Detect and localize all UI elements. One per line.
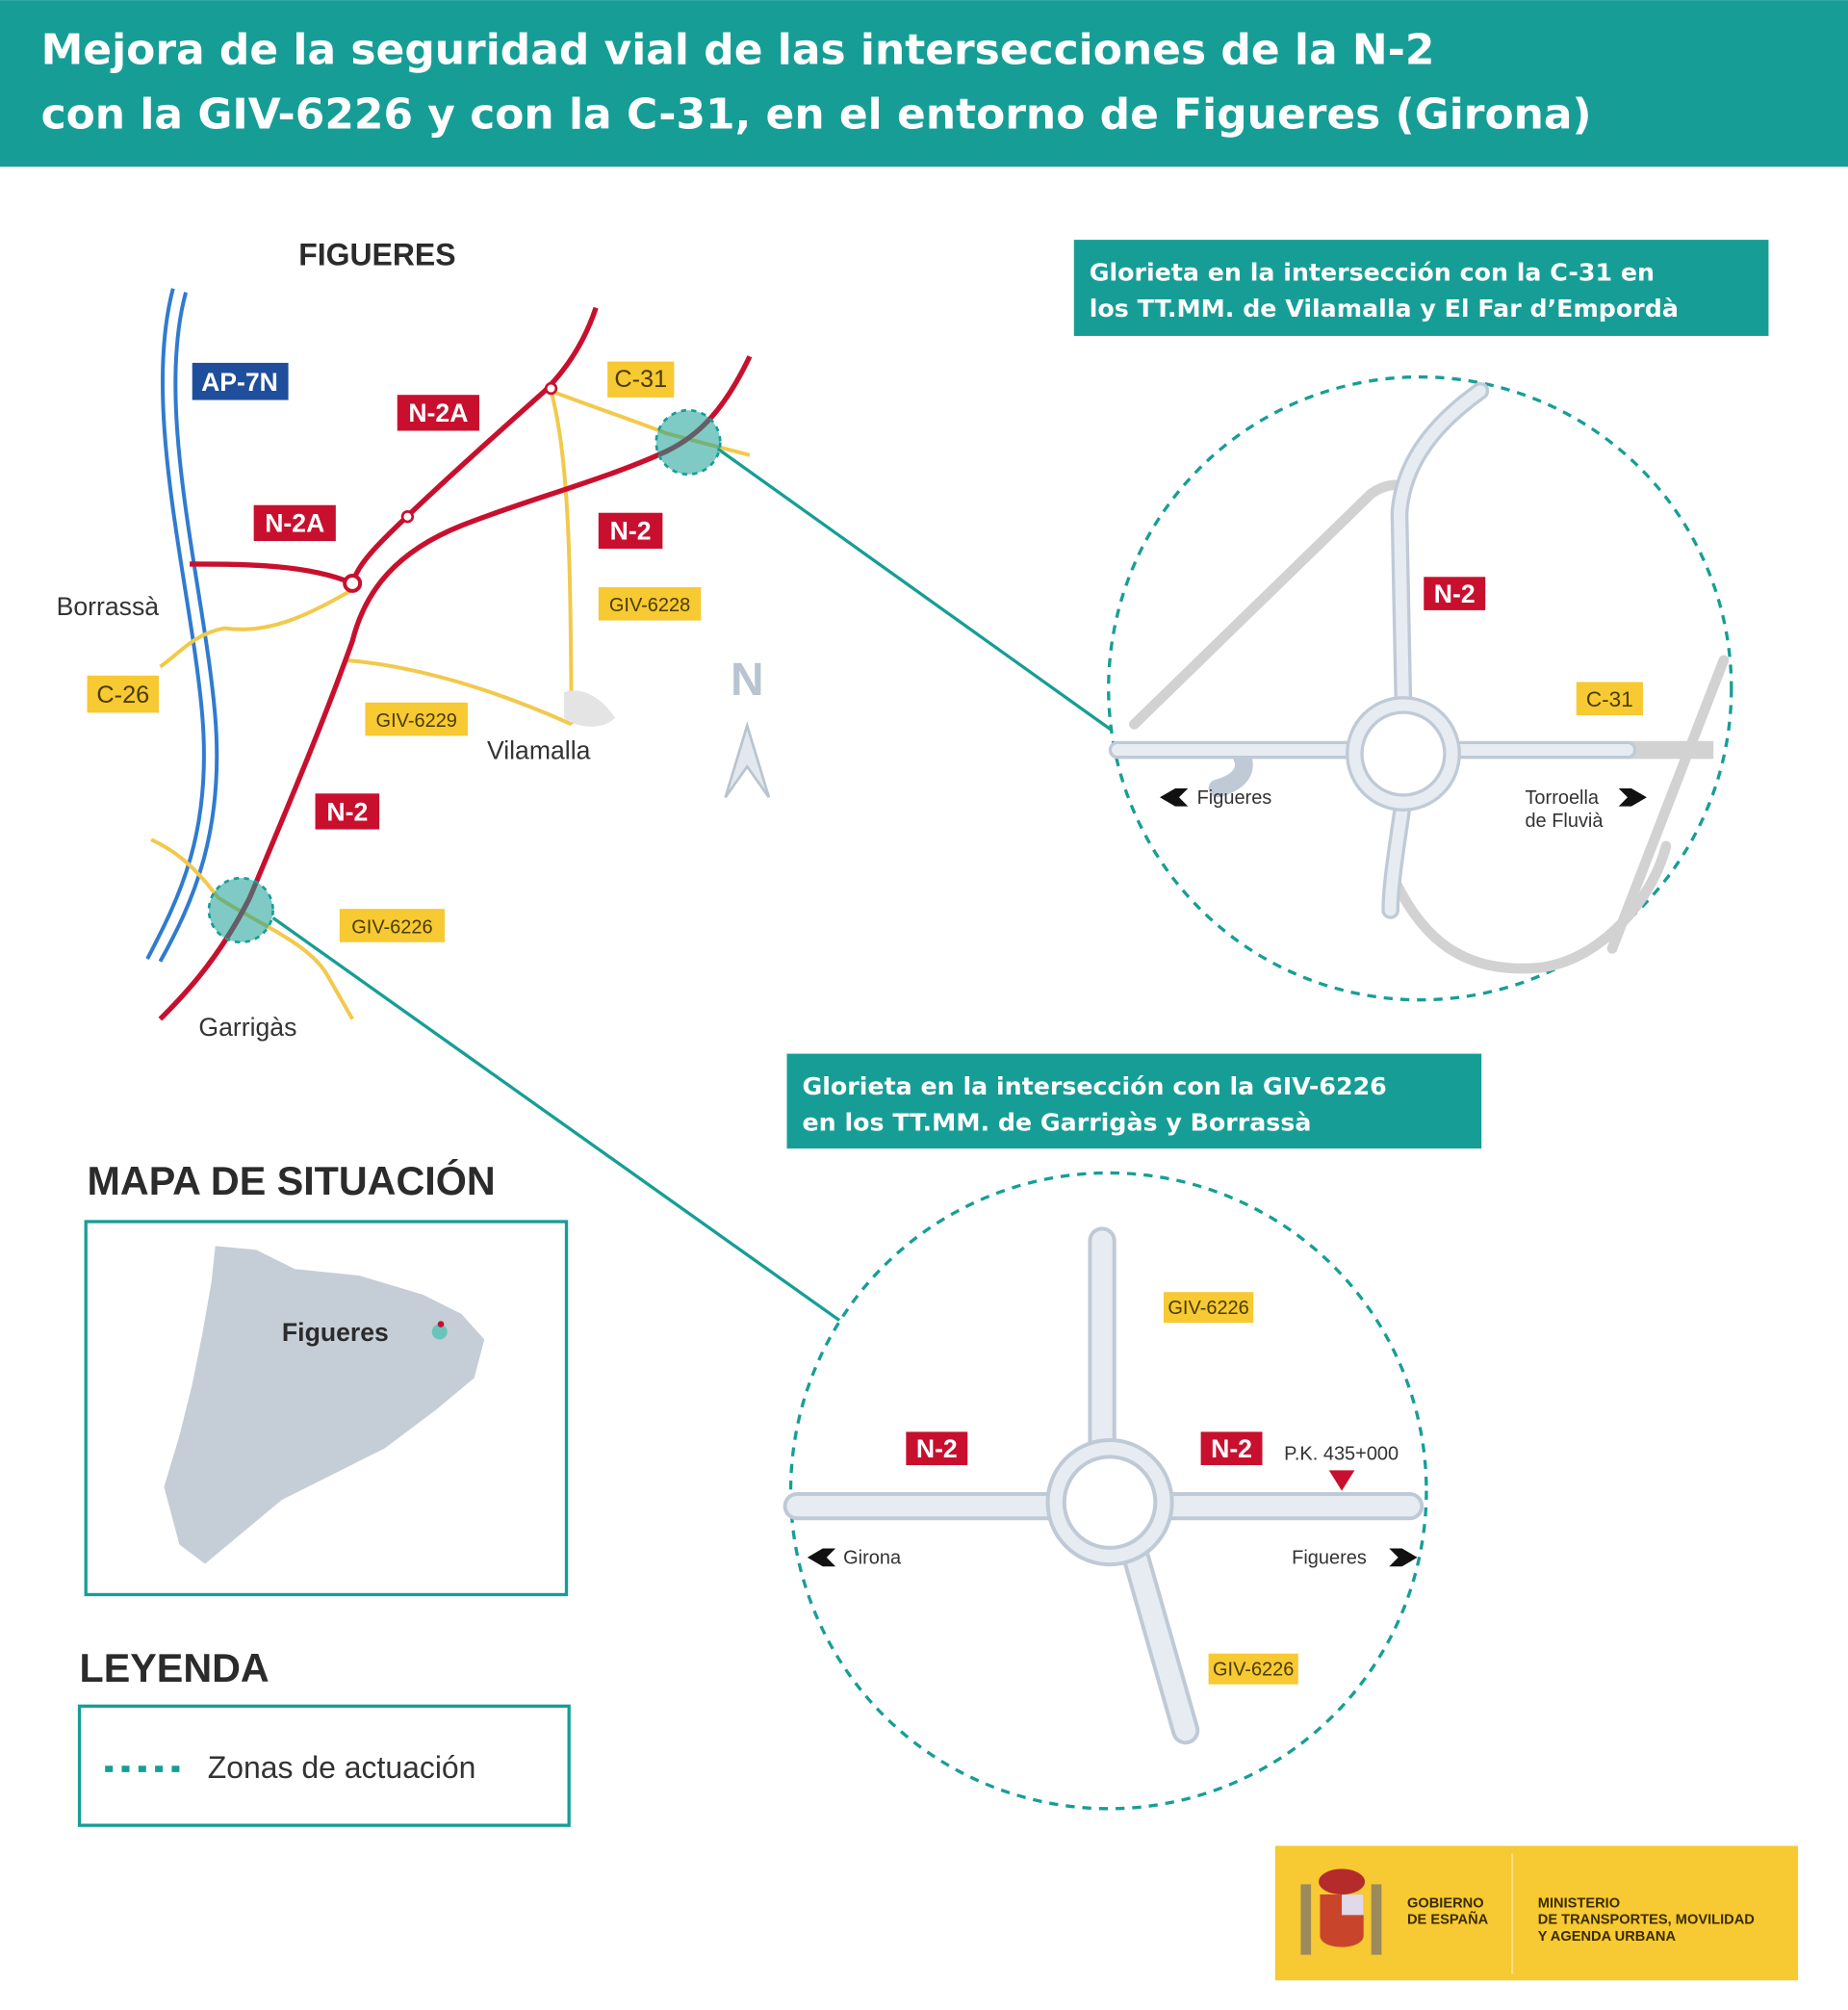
n2-shield: [906, 1431, 968, 1466]
n2-label: N-2: [1434, 580, 1476, 608]
n2-label: N-2: [610, 517, 652, 546]
arrow-left-icon: [807, 1548, 836, 1567]
detail-c31-roundabout: Glorieta en la intersección con la C-31 …: [1073, 240, 1769, 1002]
grey-road: [1129, 479, 1409, 730]
detail1-title-box: [1073, 240, 1769, 336]
legend: LEYENDA Zonas de actuación: [77, 1646, 571, 1827]
c31-shield: [1576, 682, 1643, 716]
logo-min-line2: DE TRANSPORTES, MOVILIDAD: [1538, 1913, 1755, 1928]
n2a-label: N-2A: [265, 509, 324, 538]
giv6228-shield: [598, 586, 702, 621]
title-line-1: Mejora de la seguridad vial de las inter…: [41, 26, 1435, 75]
detail1-roads-inner: [1112, 385, 1633, 916]
ap7n-road-2: [158, 292, 219, 963]
giv6226-label: GIV-6226: [1168, 1298, 1248, 1319]
c31-shield: [607, 361, 675, 398]
c31-label: C-31: [1586, 687, 1633, 711]
arrow-right-icon: [1389, 1548, 1418, 1567]
action-zone-c31: [654, 408, 722, 477]
place-garrigas: Garrigàs: [198, 1013, 296, 1042]
connector-line: [716, 447, 1114, 733]
logo-min-line3: Y AGENDA URBANA: [1538, 1929, 1677, 1945]
ap7n-shield: [192, 362, 289, 400]
n2a-shield: [397, 395, 479, 431]
legend-title: LEYENDA: [80, 1646, 270, 1690]
grey-road: [1606, 655, 1730, 954]
dir-girona: Girona: [843, 1548, 902, 1569]
n2a-label: N-2A: [408, 399, 468, 427]
giv6226-shield: [1208, 1653, 1298, 1685]
n2-shield: [598, 512, 663, 549]
legend-item-label: Zonas de actuación: [208, 1750, 476, 1785]
detail2-zone-circle: [788, 1171, 1428, 1811]
arrow-left-icon: [1159, 787, 1189, 807]
junction-node: [343, 573, 363, 593]
place-borrassa: Borrassà: [57, 592, 160, 621]
grey-road: [1391, 840, 1672, 974]
catalonia-shape: [164, 1246, 485, 1564]
north-label: N: [731, 655, 764, 706]
ap7n-label: AP-7N: [201, 368, 278, 397]
pk-marker-icon: [1328, 1470, 1355, 1491]
detail1-title-line1: Glorieta en la intersección con la C-31 …: [1090, 259, 1655, 287]
title-line-2: con la GIV-6226 y con la C-31, en el ent…: [41, 90, 1592, 139]
action-zone-giv6226: [207, 876, 274, 944]
c26-shield: [87, 675, 160, 713]
detail1-roads: [1108, 381, 1637, 919]
giv6226-label: GIV-6226: [1213, 1659, 1294, 1680]
place-vilamalla: Vilamalla: [487, 735, 591, 764]
coat-of-arms-icon: [1300, 1868, 1382, 1955]
arrow-right-icon: [1618, 787, 1647, 807]
detail2-title-box: [786, 1053, 1482, 1149]
dir-figueres: Figueres: [1292, 1548, 1367, 1569]
connector-line: [271, 916, 841, 1322]
n2-label: N-2: [916, 1434, 958, 1463]
logo-min-line1: MINISTERIO: [1538, 1895, 1620, 1911]
roundabout-1-inner: [1348, 699, 1458, 809]
detail2-title-line2: en los TT.MM. de Garrigàs y Borrassà: [803, 1108, 1312, 1136]
logo-gov-line1: GOBIERNO: [1407, 1895, 1484, 1911]
logo-gov-line2: DE ESPAÑA: [1407, 1911, 1489, 1928]
figueres-marker-dot: [437, 1321, 445, 1327]
header: Mejora de la seguridad vial de las inter…: [0, 0, 1848, 168]
figueres-marker: [431, 1324, 448, 1340]
giv6226-label: GIV-6226: [351, 916, 432, 938]
vilamalla-town-shape: [563, 690, 616, 727]
dir-torroella-2: de Fluvià: [1525, 811, 1604, 832]
detail1-title-line2: los TT.MM. de Vilamalla y El Far d’Empor…: [1090, 295, 1679, 322]
n2-shield: [315, 793, 380, 830]
n2a-shield: [253, 504, 336, 542]
overview-map: FIGUERES AP-7N N-2A N-2A N-2: [57, 238, 1114, 1322]
giv6229-shield: [365, 702, 468, 736]
dir-torroella-1: Torroella: [1525, 787, 1599, 809]
n2-shield: [1424, 577, 1486, 610]
giv6226-shield: [339, 909, 446, 942]
n2-label: N-2: [326, 797, 368, 826]
north-arrow-icon: [724, 721, 771, 799]
pk-marker-label: P.K. 435+000: [1284, 1444, 1399, 1465]
n2-label: N-2: [1211, 1434, 1252, 1463]
city-figueres-label: FIGUERES: [298, 238, 455, 272]
situation-map: MAPA DE SITUACIÓN Figueres: [84, 1159, 569, 1597]
n2-shield: [1200, 1431, 1263, 1466]
government-logo: GOBIERNO DE ESPAÑA MINISTERIO DE TRANSPO…: [1274, 1845, 1799, 1981]
detail2-title-line1: Glorieta en la intersección con la GIV-6…: [803, 1072, 1387, 1100]
roundabout-2-inner: [1049, 1442, 1170, 1563]
c26-label: C-26: [96, 682, 149, 709]
ap7n-road: [145, 288, 206, 960]
junction-node: [544, 381, 558, 396]
situation-title: MAPA DE SITUACIÓN: [88, 1159, 496, 1203]
situation-figueres-label: Figueres: [282, 1318, 389, 1347]
c31-label: C-31: [614, 366, 667, 393]
giv6226-shield: [1163, 1292, 1254, 1324]
giv6228-label: GIV-6228: [609, 595, 690, 616]
giv6229-label: GIV-6229: [376, 710, 457, 732]
dir-figueres: Figueres: [1197, 787, 1272, 809]
detail-giv6226-roundabout: Glorieta en la intersección con la GIV-6…: [783, 1053, 1482, 1811]
junction-node: [400, 510, 415, 524]
header-band: [0, 0, 1848, 168]
detail1-zone-circle: [1107, 374, 1733, 1002]
